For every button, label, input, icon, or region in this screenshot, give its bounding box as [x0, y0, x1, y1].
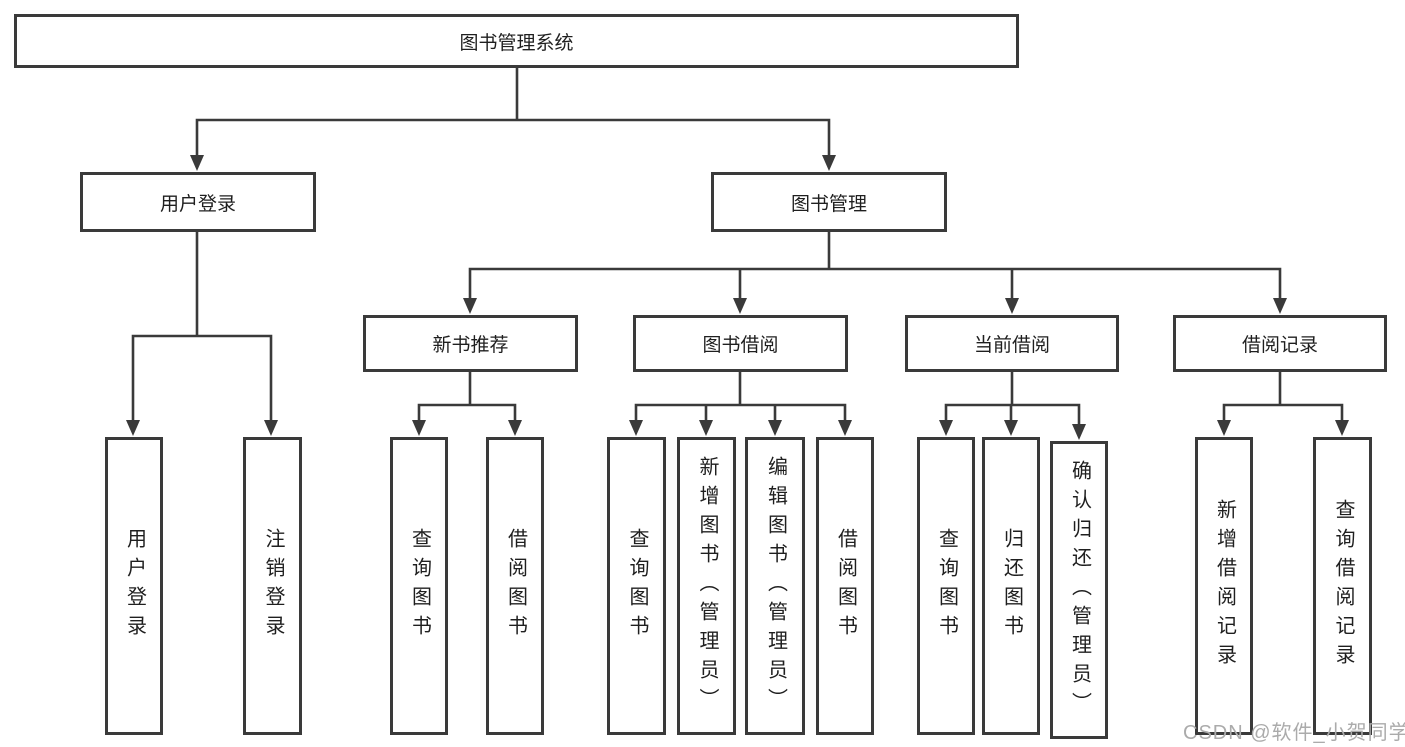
node-book-borrowing: 图书借阅 — [633, 315, 848, 372]
node-current-borrowing: 当前借阅 — [905, 315, 1119, 372]
leaf-add-borrow-record: 新增借阅记录 — [1195, 437, 1253, 735]
leaf-borrowing-query-books: 查询图书 — [607, 437, 666, 735]
leaf-user-login-label: 用户登录 — [123, 528, 146, 644]
node-new-book-recommend-label: 新书推荐 — [432, 335, 509, 356]
leaf-newrec-borrow-books-label: 借阅图书 — [504, 528, 527, 644]
leaf-return-books: 归还图书 — [982, 437, 1040, 735]
leaf-logout-label: 注销登录 — [262, 528, 284, 644]
leaf-borrow-books: 借阅图书 — [816, 437, 874, 735]
leaf-borrowing-query-books-label: 查询图书 — [626, 528, 648, 644]
leaf-current-query-books: 查询图书 — [917, 437, 975, 735]
node-book-borrowing-label: 图书借阅 — [702, 335, 779, 356]
node-new-book-recommend: 新书推荐 — [363, 315, 578, 372]
node-borrowing-records-label: 借阅记录 — [1241, 335, 1318, 356]
leaf-confirm-return-admin: 确认归还（管理员） — [1050, 441, 1108, 739]
node-book-management: 图书管理 — [711, 172, 947, 232]
leaf-borrow-books-label: 借阅图书 — [834, 528, 857, 644]
node-current-borrowing-label: 当前借阅 — [973, 335, 1050, 356]
leaf-confirm-return-admin-label: 确认归还（管理员） — [1068, 459, 1091, 721]
node-borrowing-records: 借阅记录 — [1173, 315, 1387, 372]
leaf-query-borrow-record-label: 查询借阅记录 — [1332, 499, 1354, 673]
leaf-newrec-query-books: 查询图书 — [390, 437, 448, 735]
leaf-query-borrow-record: 查询借阅记录 — [1313, 437, 1372, 735]
leaf-edit-books-admin-label: 编辑图书（管理员） — [764, 455, 787, 717]
leaf-add-books-admin: 新增图书（管理员） — [677, 437, 736, 735]
node-library-management-system: 图书管理系统 — [14, 14, 1019, 68]
leaf-current-query-books-label: 查询图书 — [935, 528, 958, 644]
leaf-return-books-label: 归还图书 — [1000, 528, 1023, 644]
node-book-management-label: 图书管理 — [790, 193, 867, 215]
node-user-login-label: 用户登录 — [159, 193, 236, 215]
leaf-add-books-admin-label: 新增图书（管理员） — [696, 455, 718, 717]
node-user-login: 用户登录 — [80, 172, 316, 232]
leaf-edit-books-admin: 编辑图书（管理员） — [745, 437, 805, 735]
leaf-newrec-query-books-label: 查询图书 — [408, 528, 431, 644]
leaf-user-login: 用户登录 — [105, 437, 163, 735]
node-library-management-system-label: 图书管理系统 — [459, 32, 574, 54]
leaf-logout: 注销登录 — [243, 437, 302, 735]
csdn-watermark: CSDN @软件_小贺同学 — [1183, 722, 1405, 744]
leaf-add-borrow-record-label: 新增借阅记录 — [1213, 499, 1236, 673]
leaf-newrec-borrow-books: 借阅图书 — [486, 437, 544, 735]
